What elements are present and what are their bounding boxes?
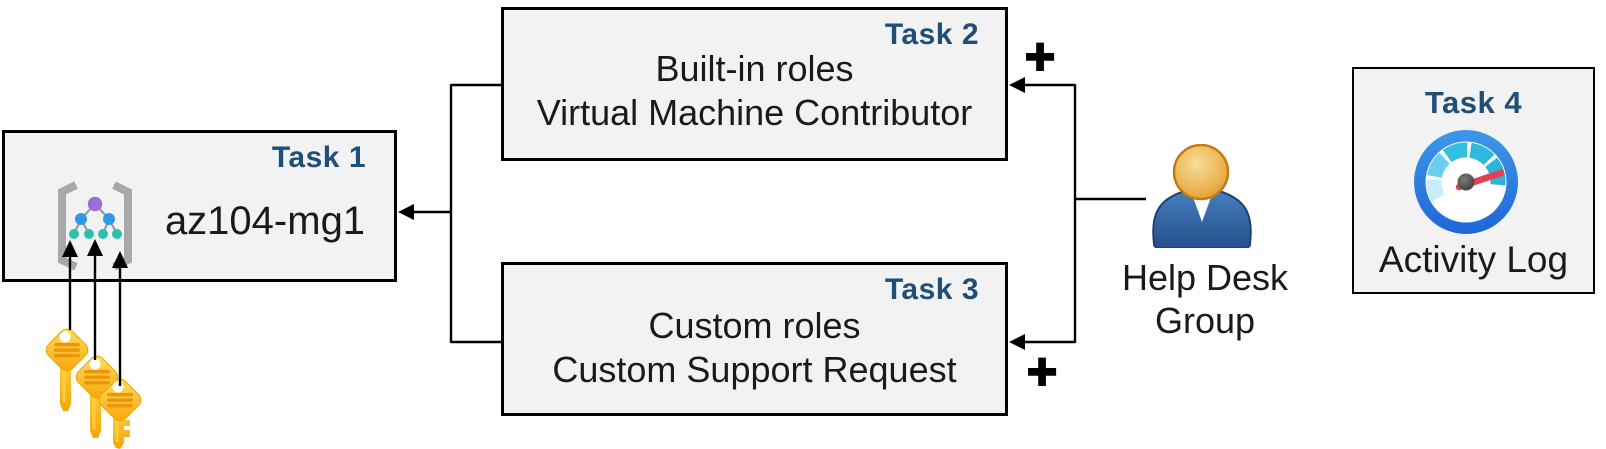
help-desk-line2: Group	[1154, 300, 1256, 341]
task3-line1: Custom roles	[648, 305, 861, 346]
gauge-hub	[1457, 173, 1475, 191]
task3-box: Task 3 Custom roles Custom Support Reque…	[501, 262, 1008, 416]
task2-line2: Virtual Machine Contributor	[536, 92, 973, 133]
management-group-icon	[58, 181, 132, 270]
task3-label: Task 3	[884, 273, 979, 306]
tree-leaf-nodes	[69, 229, 122, 239]
brace-left	[58, 181, 78, 270]
help-desk-line1: Help Desk	[1121, 257, 1289, 298]
key-icon	[45, 328, 89, 411]
tree-mid-node	[75, 213, 87, 225]
tree-root-node	[87, 196, 103, 212]
task4-caption: Activity Log	[1378, 239, 1569, 280]
plus-icon: +	[1026, 342, 1058, 402]
task1-box: Task 1 az104-mg1	[2, 130, 397, 282]
person-icon	[1152, 144, 1252, 248]
task2-label: Task 2	[884, 18, 979, 51]
task2-line1: Built-in roles	[655, 48, 854, 89]
task1-title: az104-mg1	[164, 199, 366, 243]
task4-box: Task 4 Activity Log	[1352, 67, 1595, 294]
activity-log-gauge-icon	[1414, 130, 1518, 234]
task4-label: Task 4	[1424, 85, 1523, 120]
task1-label: Task 1	[271, 141, 366, 174]
task3-line2: Custom Support Request	[552, 349, 957, 390]
help-desk-group-caption: Help Desk Group	[1120, 256, 1290, 342]
key-icon	[98, 378, 142, 449]
arrowhead-task1	[398, 204, 414, 220]
plus-icon: +	[1024, 27, 1056, 87]
tree-mid-node	[103, 213, 115, 225]
key-icon	[75, 355, 119, 438]
task2-box: Task 2 Built-in roles Virtual Machine Co…	[501, 7, 1008, 161]
brace-right	[112, 181, 132, 270]
person-head	[1172, 144, 1230, 201]
keys-icon	[45, 328, 142, 449]
